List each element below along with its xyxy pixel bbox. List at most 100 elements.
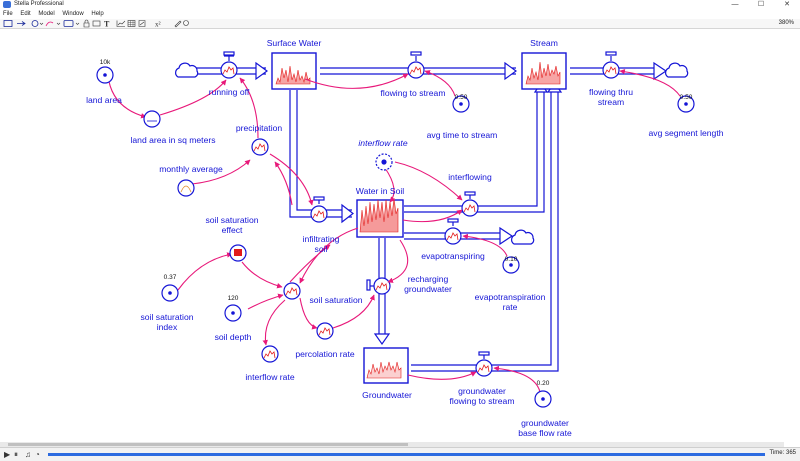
label-groundwater[interactable]: Groundwater [362,390,412,400]
value-soil-depth: 120 [227,295,239,302]
connector-tool-icon [45,21,54,27]
converter-interflow-rate [261,345,279,363]
label-interflow-rate-ghost[interactable]: interflow rate [358,138,408,148]
value-groundwater-base-flow-rate: 0.20 [536,380,550,387]
pipe-interflowing [404,92,545,213]
converter-tool-icon [31,20,39,27]
converter-evapotranspiration-rate [502,256,520,274]
pause-icon[interactable]: ⏸ [14,450,18,459]
valve-flowing-to-stream [407,51,425,79]
converters [96,66,695,408]
run-progress-fill [48,453,765,456]
flow-tool-icon [17,21,26,26]
zoom-level[interactable]: 380% [778,20,794,26]
label-avg-time-to-stream[interactable]: avg time to stream [426,130,498,140]
horizontal-scrollbar[interactable] [0,442,784,447]
stock-tool-icon [3,20,13,27]
converter-interflow-rate-ghost [375,153,393,171]
toolbar: T x² [0,19,800,29]
toolbar-icons: T x² [3,19,189,29]
label-recharging-groundwater[interactable]: recharging groundwater [404,274,452,294]
label-land-area[interactable]: land area [86,95,122,105]
table-tool-icon [127,20,136,27]
stock-groundwater [363,347,409,384]
menu-window[interactable]: Window [62,11,84,17]
scrollbar-thumb[interactable] [8,443,408,446]
label-soil-saturation[interactable]: soil saturation [309,295,363,305]
converter-precipitation [251,138,269,156]
label-interflow-rate[interactable]: interflow rate [245,372,295,382]
label-evapotranspiration-rate[interactable]: evapotranspiration rate [474,292,546,312]
button-tool-icon [92,20,101,27]
label-soil-saturation-index[interactable]: soil saturation index [140,312,194,332]
label-evapotranspiring[interactable]: evapotranspiring [421,251,485,261]
run-progress-bar[interactable] [48,453,765,456]
label-soil-saturation-effect[interactable]: soil saturation effect [205,215,259,235]
dropdown-1-icon [39,22,80,25]
menu-help[interactable]: Help [91,11,104,17]
converter-soil-saturation-index [161,284,179,302]
minimize-button[interactable]: — [731,1,739,8]
close-button[interactable]: ✕ [784,1,790,8]
label-percolation-rate[interactable]: percolation rate [295,349,355,359]
user-icon[interactable]: ◔ [35,450,40,459]
label-land-area-sq[interactable]: land area in sq meters [130,135,216,145]
sound-icon[interactable]: ♫ [25,450,31,459]
converter-soil-saturation [283,282,301,300]
model-canvas[interactable]: Surface Water Stream Water in Soil Groun… [0,29,800,442]
lock-icon [83,19,90,28]
window-title: Stella Professional [14,1,64,7]
sink-cloud-evap-icon [511,229,535,245]
label-monthly-average[interactable]: monthly average [159,164,223,174]
value-land-area: 10k [99,59,111,66]
connectors [107,68,681,393]
label-groundwater-base-flow-rate[interactable]: groundwater base flow rate [518,418,572,438]
run-icon[interactable]: ▶ [4,450,11,459]
module-tool-icon [63,20,74,27]
converter-land-area-sq [143,110,161,128]
label-groundwater-flowing[interactable]: groundwater flowing to stream [449,386,515,406]
run-status-bar: ▶ ⏸ ♫ ◔ Time: 365 [0,447,800,461]
maximize-button[interactable]: ☐ [757,1,765,8]
text-tool-icon: T [104,20,110,29]
stocks [271,52,567,384]
flow-pipes [196,67,655,372]
converter-soil-depth [224,304,242,322]
menu-bar: File Edit Model Window Help [0,10,800,19]
converter-land-area [96,66,114,84]
app-icon [3,1,11,8]
equation-tool-icon: x² [155,21,161,29]
valve-infiltrating-soil [310,196,328,223]
converter-percolation-rate [316,322,334,340]
zoom-icon [183,20,189,26]
label-infiltrating-soil[interactable]: infiltrating soil [302,234,340,254]
label-stream[interactable]: Stream [530,38,558,48]
clouds [175,62,689,245]
label-running-off[interactable]: running off [208,87,250,97]
menu-edit[interactable]: Edit [20,11,31,17]
valve-running-off [220,51,238,79]
label-avg-segment-length[interactable]: avg segment length [648,128,724,138]
value-evapotranspiration-rate: 0.10 [504,256,518,263]
label-flowing-thru-stream[interactable]: flowing thru stream [589,87,633,107]
label-soil-depth[interactable]: soil depth [214,332,252,342]
value-avg-segment-length: 0.50 [679,94,693,101]
valve-interflowing [461,191,479,217]
label-interflowing[interactable]: interflowing [448,172,492,182]
numeric-display-icon [138,20,146,27]
table-grid-icon [128,20,135,27]
sink-cloud-stream-icon [665,62,689,78]
label-water-in-soil[interactable]: Water in Soil [355,186,405,196]
menu-file[interactable]: File [3,11,13,17]
label-precipitation[interactable]: precipitation [235,123,283,133]
converter-groundwater-base-flow-rate [534,390,552,408]
stock-water-in-soil [356,197,404,238]
label-flowing-to-stream[interactable]: flowing to stream [380,88,446,98]
value-soil-saturation-index: 0.37 [163,274,177,281]
stock-surface-water [271,52,317,90]
stock-stream [521,52,567,90]
label-surface-water[interactable]: Surface Water [266,38,322,48]
value-avg-time-to-stream: 0.50 [454,94,468,101]
graph-tool-icon [116,20,126,27]
menu-model[interactable]: Model [38,11,55,17]
